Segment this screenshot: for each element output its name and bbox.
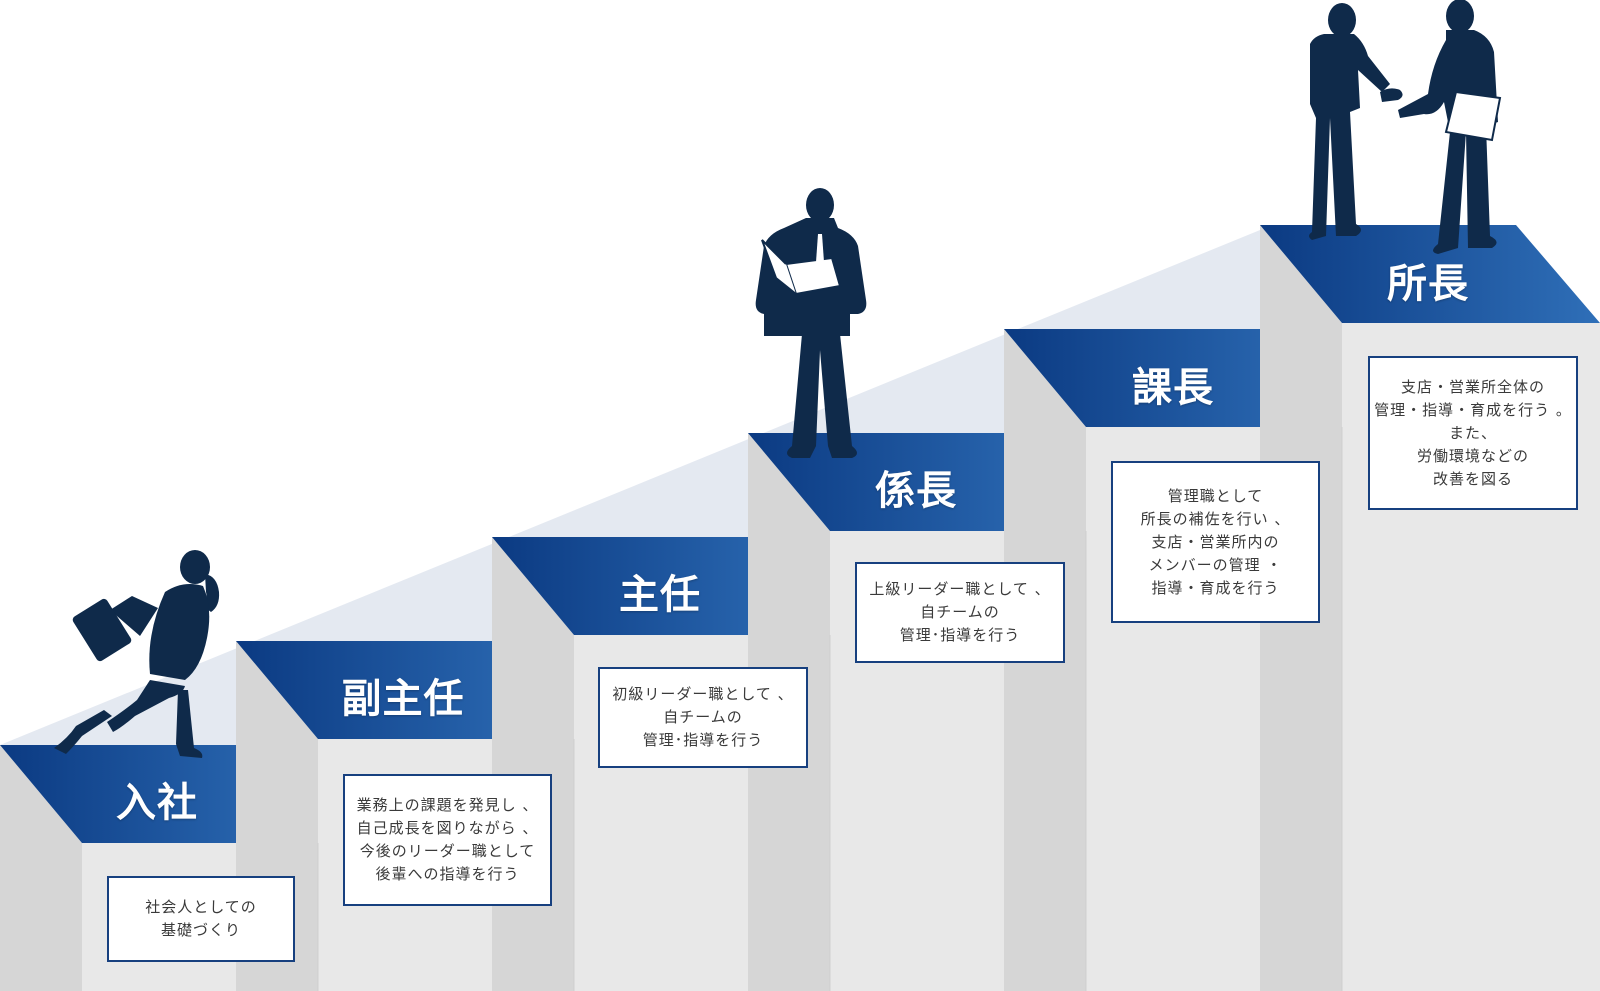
step-6-description-box: 支店・営業所全体の 管理・指導・育成を行う 。 また、 労働環境などの 改善を図… <box>1368 356 1578 510</box>
step-2-description: 業務上の課題を発見し 、 自己成長を図りながら 、 今後のリーダー職として 後輩… <box>356 796 539 883</box>
reading-businessman-figure <box>755 188 867 458</box>
step-2-description-box: 業務上の課題を発見し 、 自己成長を図りながら 、 今後のリーダー職として 後輩… <box>343 774 552 906</box>
step-5-description-box: 管理職として 所長の補佐を行い 、 支店・営業所内の メンバーの管理 ・ 指導・… <box>1111 461 1320 623</box>
step-4-title: 係長 <box>875 468 957 514</box>
step-6-description: 支店・営業所全体の 管理・指導・育成を行う 。 また、 労働環境などの 改善を図… <box>1374 377 1572 488</box>
step-5-description: 管理職として 所長の補佐を行い 、 支店・営業所内の メンバーの管理 ・ 指導・… <box>1140 486 1291 597</box>
handshake-figures <box>1309 0 1502 254</box>
step-5-title: 課長 <box>1132 365 1214 411</box>
step-1-description: 社会人としての 基礎づくり <box>145 898 257 939</box>
step-1-title: 入社 <box>116 780 198 826</box>
step-1-description-box: 社会人としての 基礎づくり <box>107 876 295 962</box>
step-3-description: 初級リーダー職として 、 自チームの 管理･指導を行う <box>612 685 794 749</box>
step-4-description-box: 上級リーダー職として 、 自チームの 管理･指導を行う <box>855 562 1065 663</box>
running-businessman-figure <box>54 550 220 758</box>
column-dividers <box>317 427 1343 991</box>
step-3-description-box: 初級リーダー職として 、 自チームの 管理･指導を行う <box>598 667 808 768</box>
step-2-title: 副主任 <box>341 676 465 722</box>
step-4-description: 上級リーダー職として 、 自チームの 管理･指導を行う <box>869 580 1051 644</box>
step-3-title: 主任 <box>619 572 701 618</box>
step-6-title: 所長 <box>1387 261 1469 307</box>
